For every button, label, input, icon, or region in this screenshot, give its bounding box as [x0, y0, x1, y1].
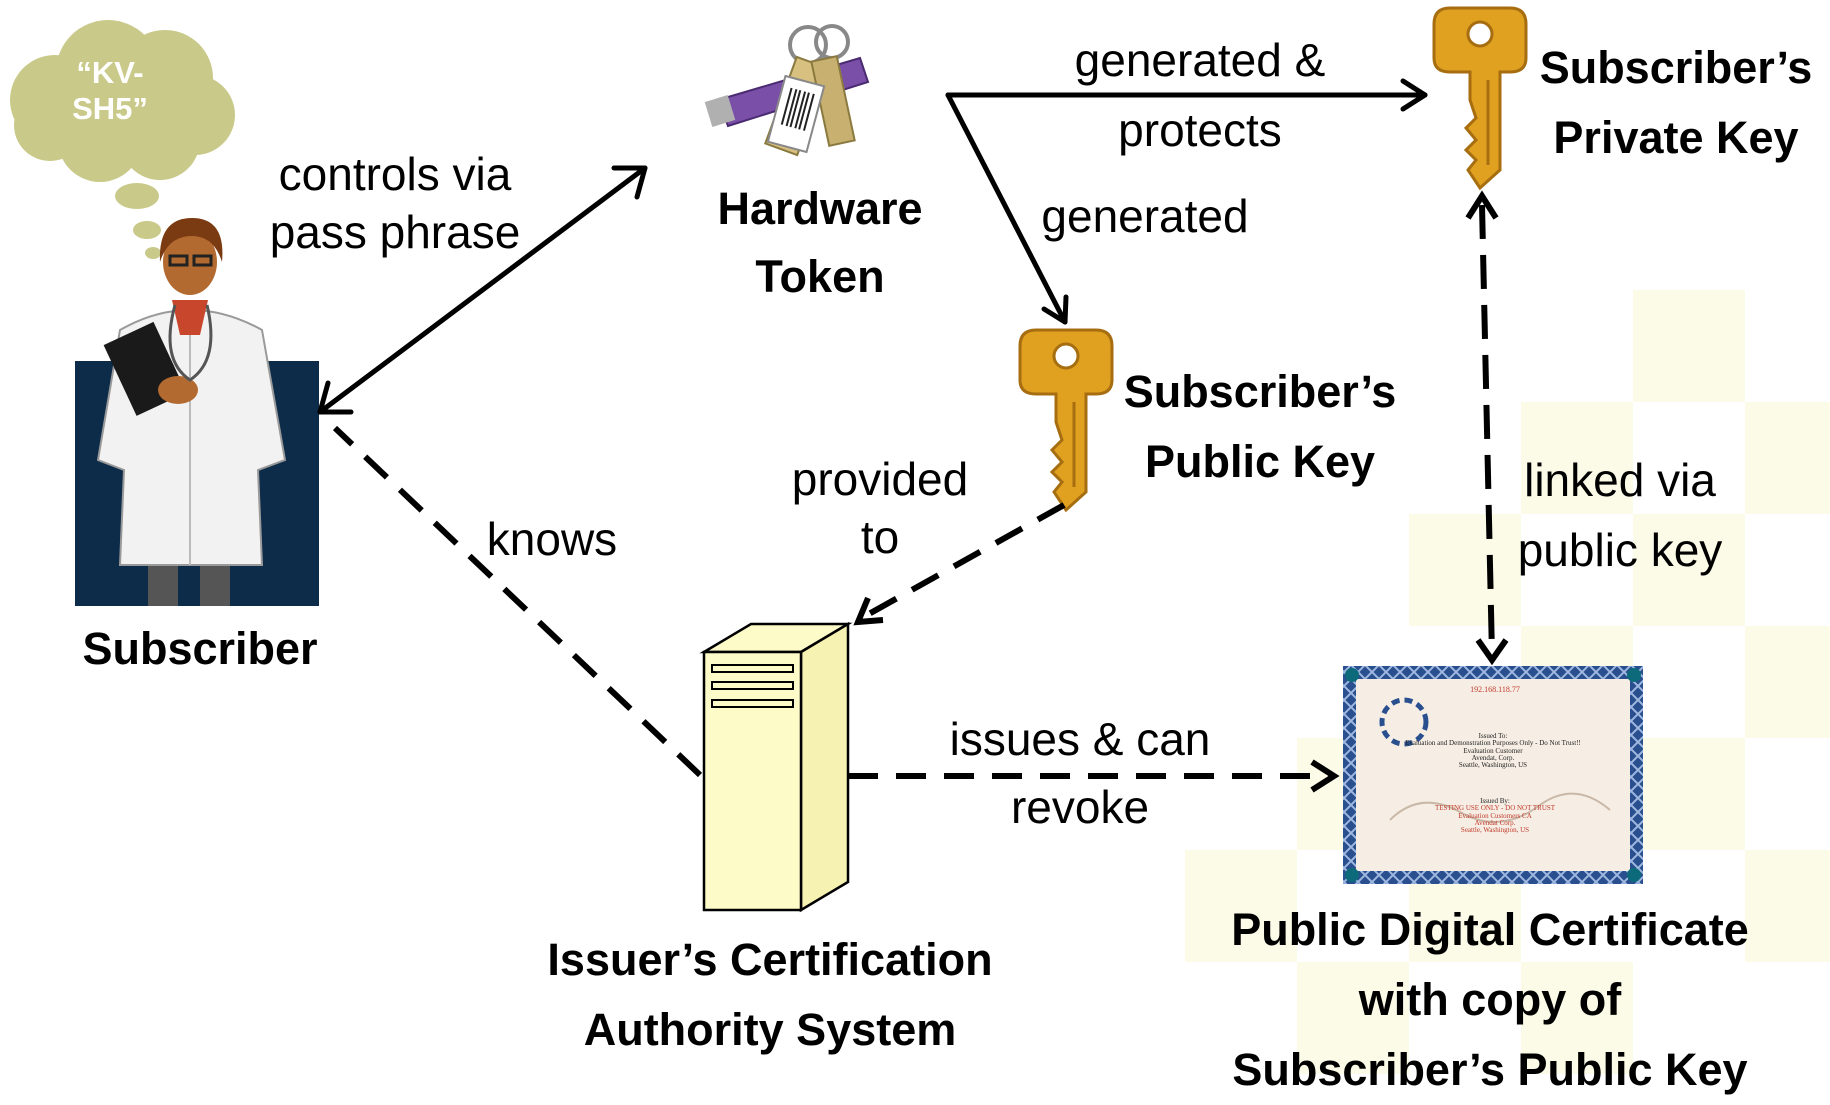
arrow-provided-line: [856, 502, 1066, 623]
thought-bubble-line-1: “KV-: [76, 55, 144, 90]
certificate-issued-by-label: Issued By:: [1480, 797, 1510, 805]
public-key-illustration: [1018, 328, 1114, 513]
hardware-token-line-1: Hardware: [717, 183, 923, 234]
ca-system-label: Issuer’s Certification Authority System: [500, 925, 1040, 1065]
ca-system-line-2: Authority System: [583, 1004, 957, 1055]
edge-label-provided-to: provided to: [770, 450, 990, 566]
arrow-linked-head-top: [1465, 190, 1499, 220]
dashed-arrows: [332, 190, 1509, 793]
certificate-issued-by: Issued By: TESTING USE ONLY - DO NOT TRU…: [1390, 797, 1600, 835]
certificate-issued-to-1: Evaluation and Demonstration Purposes On…: [1405, 739, 1581, 748]
thought-bubble: [10, 20, 235, 259]
edge-label-issues: issues & can revoke: [930, 705, 1230, 841]
arrow-controls-head-subscriber: [317, 380, 354, 415]
certificate-label: Public Digital Certificate with copy of …: [1180, 895, 1800, 1105]
certificate-issued-by-4: Seattle, Washington, US: [1460, 826, 1530, 835]
arrow-controls-line: [317, 165, 648, 415]
edge-label-linked: linked via public key: [1500, 445, 1740, 585]
certificate-issued-by-2: Evaluation Customers CA: [1458, 811, 1532, 820]
edge-label-controls-line-1: controls via: [278, 148, 512, 200]
certificate-issued-by-1: TESTING USE ONLY - DO NOT TRUST: [1434, 804, 1556, 813]
private-key-label: Subscriber’s Private Key: [1522, 33, 1830, 173]
private-key-illustration: [1432, 6, 1528, 191]
certificate-issued-to-2: Evaluation Customer: [1463, 746, 1523, 755]
thought-bubble-text: “KV- SH5”: [55, 55, 165, 126]
edge-label-generated-protects: generated & protects: [1045, 25, 1355, 165]
private-key-line-1: Subscriber’s: [1539, 42, 1813, 93]
certificate-issued-to-3: Avendat, Corp.: [1471, 754, 1515, 763]
public-key-line-1: Subscriber’s: [1123, 366, 1397, 417]
edge-label-provided-to-line-2: to: [860, 511, 900, 563]
subscriber-label: Subscriber: [82, 623, 318, 674]
edge-label-knows: knows: [486, 513, 618, 565]
certificate-line-1: Public Digital Certificate: [1231, 904, 1749, 955]
certificate-issued-to-4: Seattle, Washington, US: [1458, 761, 1528, 770]
edge-label-controls: controls via pass phrase: [240, 145, 550, 261]
arrow-provided-head: [853, 596, 884, 626]
arrow-knows-line: [332, 425, 703, 778]
certificate-line-3: Subscriber’s Public Key: [1232, 1044, 1748, 1095]
edge-label-linked-line-1: linked via: [1524, 454, 1716, 506]
edge-label-issues-line-1: issues & can: [949, 713, 1211, 765]
edge-label-provided-to-line-1: provided: [791, 453, 969, 505]
arrow-linked-line: [1479, 204, 1495, 656]
arrow-controls-head-token: [611, 165, 648, 200]
edge-label-linked-line-2: public key: [1517, 524, 1723, 576]
edge-label-controls-line-2: pass phrase: [269, 206, 521, 258]
ca-system-line-1: Issuer’s Certification: [547, 934, 993, 985]
subscriber-illustration: [75, 218, 319, 606]
certificate-line-2: with copy of: [1358, 974, 1622, 1025]
edge-label-generated: generated: [1041, 190, 1249, 242]
ca-server-illustration: [699, 621, 853, 913]
hardware-token-illustration: [704, 24, 870, 157]
solid-arrows: [317, 78, 1428, 415]
arrow-generated-protects-head: [1400, 78, 1428, 112]
private-key-line-2: Private Key: [1553, 112, 1799, 163]
arrow-generated-head: [1041, 294, 1069, 325]
arrow-issues-head: [1310, 759, 1340, 793]
certificate-illustration: [1343, 666, 1643, 884]
certificate-issued-to-label: Issued To:: [1478, 732, 1508, 740]
certificate-issued-to: Issued To: Evaluation and Demonstration …: [1360, 732, 1626, 770]
public-key-line-2: Public Key: [1144, 436, 1376, 487]
arrow-generated-line: [945, 92, 1068, 325]
thought-bubble-line-2: SH5”: [72, 90, 148, 126]
edge-label-issues-line-2: revoke: [1010, 781, 1150, 833]
edge-label-generated-protects-line-1: generated &: [1074, 34, 1326, 86]
certificate-ip: 192.168.118.77: [1470, 685, 1520, 694]
certificate-issued-by-3: Avendat Corp.: [1474, 819, 1516, 828]
hardware-token-line-2: Token: [755, 251, 885, 302]
edge-label-generated-protects-line-2: protects: [1118, 104, 1282, 156]
public-key-label: Subscriber’s Public Key: [1105, 357, 1415, 497]
arrow-linked-head-bottom: [1475, 638, 1509, 666]
hardware-token-label: Hardware Token: [690, 175, 950, 311]
